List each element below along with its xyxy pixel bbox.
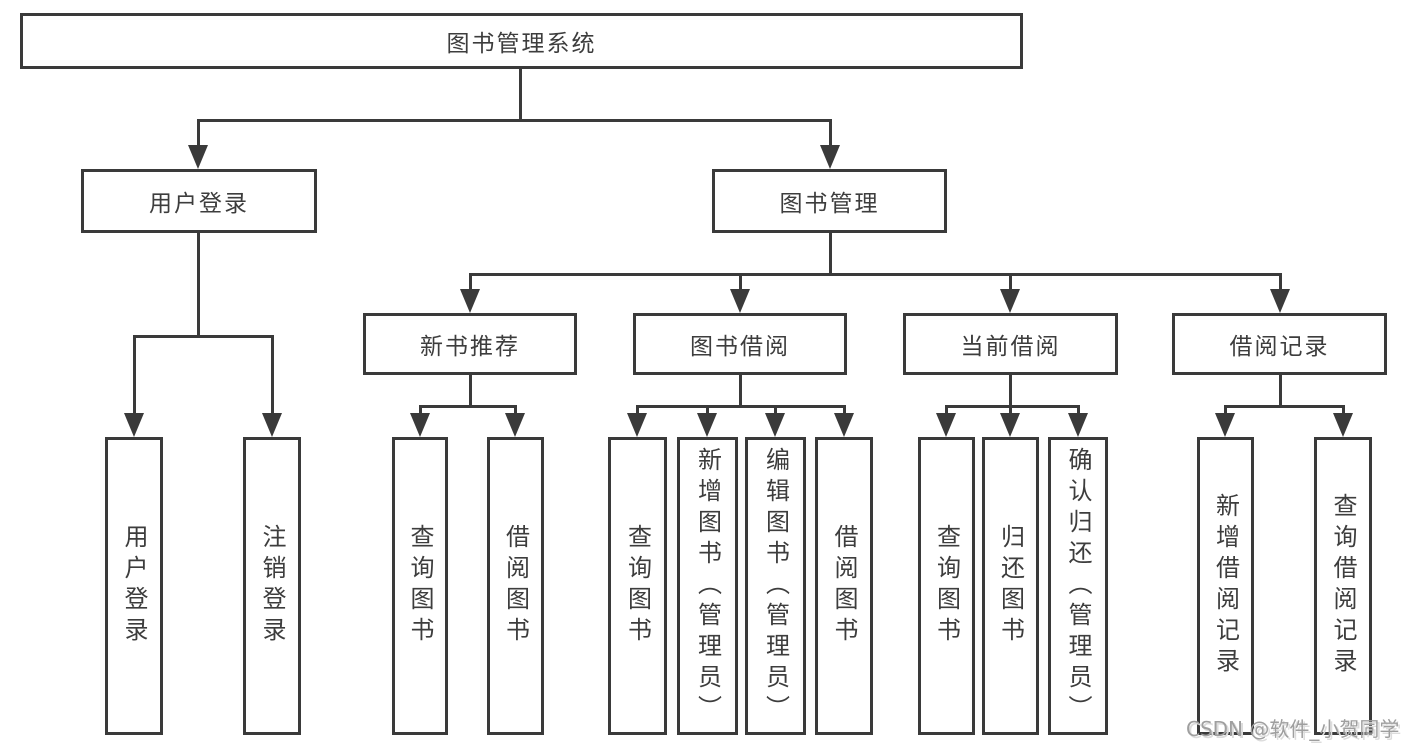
node-book-borrowing: 图书借阅 [633, 313, 847, 375]
node-label: 用户登录 [120, 524, 148, 648]
leaf-add-books-admin: 新增图书（管理员） [677, 437, 738, 735]
connector-line [197, 119, 832, 122]
connector-arrow-down [820, 145, 840, 169]
connector-line [1279, 273, 1282, 291]
node-user-login: 用户登录 [81, 169, 317, 233]
leaf-logout: 注销登录 [243, 437, 301, 735]
connector-arrow-down [124, 413, 144, 437]
leaf-query-borrow-record: 查询借阅记录 [1314, 437, 1372, 735]
connector-line [1279, 374, 1282, 407]
connector-line [1224, 405, 1227, 415]
connector-line [636, 405, 639, 415]
connector-line [739, 273, 742, 291]
connector-line [197, 119, 200, 147]
connector-line [133, 335, 273, 338]
node-label: 图书管理 [779, 191, 880, 217]
connector-arrow-down [188, 145, 208, 169]
node-label: 注销登录 [258, 524, 286, 648]
connector-arrow-down [1333, 413, 1353, 437]
connector-arrow-down [936, 413, 956, 437]
node-book-management: 图书管理 [712, 169, 947, 233]
node-library-management-system: 图书管理系统 [20, 13, 1023, 69]
connector-line [1009, 273, 1012, 291]
leaf-confirm-return-admin: 确认归还（管理员） [1048, 437, 1108, 735]
node-label: 确认归还（管理员） [1064, 446, 1092, 726]
node-label: 编辑图书（管理员） [761, 446, 790, 726]
connector-arrow-down [697, 413, 717, 437]
leaf-query-books-current: 查询图书 [918, 437, 975, 735]
connector-line [519, 69, 522, 122]
connector-line [1342, 405, 1345, 415]
node-label: 查询借阅记录 [1329, 493, 1357, 679]
node-label: 查询图书 [406, 524, 434, 648]
node-label: 新增借阅记录 [1211, 493, 1240, 679]
connector-line [1224, 405, 1344, 408]
connector-line [1009, 374, 1012, 407]
connector-line [945, 405, 1079, 408]
connector-arrow-down [1000, 413, 1020, 437]
connector-arrow-down [262, 413, 282, 437]
connector-line [514, 405, 517, 415]
node-label: 新书推荐 [420, 334, 520, 360]
leaf-query-books-recommend: 查询图书 [392, 437, 448, 735]
leaf-return-books: 归还图书 [982, 437, 1039, 735]
connector-line [469, 273, 1281, 276]
connector-arrow-down [410, 413, 430, 437]
node-new-book-recommend: 新书推荐 [363, 313, 577, 375]
connector-line [636, 405, 845, 408]
leaf-user-login: 用户登录 [105, 437, 163, 735]
connector-line [739, 374, 742, 407]
connector-line [1077, 405, 1080, 415]
connector-line [843, 405, 846, 415]
node-label: 图书管理系统 [446, 31, 597, 57]
connector-line [829, 231, 832, 275]
connector-arrow-down [730, 289, 750, 313]
connector-line [133, 335, 136, 415]
node-label: 新增图书（管理员） [693, 446, 722, 726]
connector-line [829, 119, 832, 147]
connector-line [419, 405, 517, 408]
connector-line [469, 374, 472, 407]
connector-arrow-down [1270, 289, 1290, 313]
leaf-edit-books-admin: 编辑图书（管理员） [745, 437, 806, 735]
csdn-watermark: CSDN @软件_小贺同学 [1186, 717, 1400, 741]
node-label: 借阅图书 [501, 524, 530, 648]
connector-arrow-down [1068, 413, 1088, 437]
leaf-query-books-borrowing: 查询图书 [608, 437, 667, 735]
connector-line [706, 405, 709, 415]
node-label: 借阅图书 [830, 524, 858, 648]
leaf-add-borrow-record: 新增借阅记录 [1197, 437, 1254, 735]
leaf-borrow-books-recommend: 借阅图书 [487, 437, 544, 735]
connector-arrow-down [505, 413, 525, 437]
node-borrow-records: 借阅记录 [1172, 313, 1387, 375]
connector-line [271, 335, 274, 415]
connector-arrow-down [460, 289, 480, 313]
connector-line [945, 405, 948, 415]
connector-line [419, 405, 422, 415]
connector-line [774, 405, 777, 415]
connector-arrow-down [834, 413, 854, 437]
connector-arrow-down [1215, 413, 1235, 437]
node-label: 归还图书 [996, 524, 1025, 648]
connector-arrow-down [627, 413, 647, 437]
connector-line [1009, 405, 1012, 415]
connector-arrow-down [765, 413, 785, 437]
connector-arrow-down [1000, 289, 1020, 313]
node-label: 图书借阅 [690, 334, 790, 360]
node-label: 用户登录 [149, 191, 249, 217]
node-label: 查询图书 [932, 524, 961, 648]
node-label: 查询图书 [623, 524, 652, 648]
node-current-borrowing: 当前借阅 [903, 313, 1118, 375]
connector-line [469, 273, 472, 291]
node-label: 借阅记录 [1229, 334, 1330, 360]
connector-line [197, 231, 200, 337]
node-label: 当前借阅 [960, 334, 1061, 360]
leaf-borrow-books-borrowing: 借阅图书 [815, 437, 873, 735]
